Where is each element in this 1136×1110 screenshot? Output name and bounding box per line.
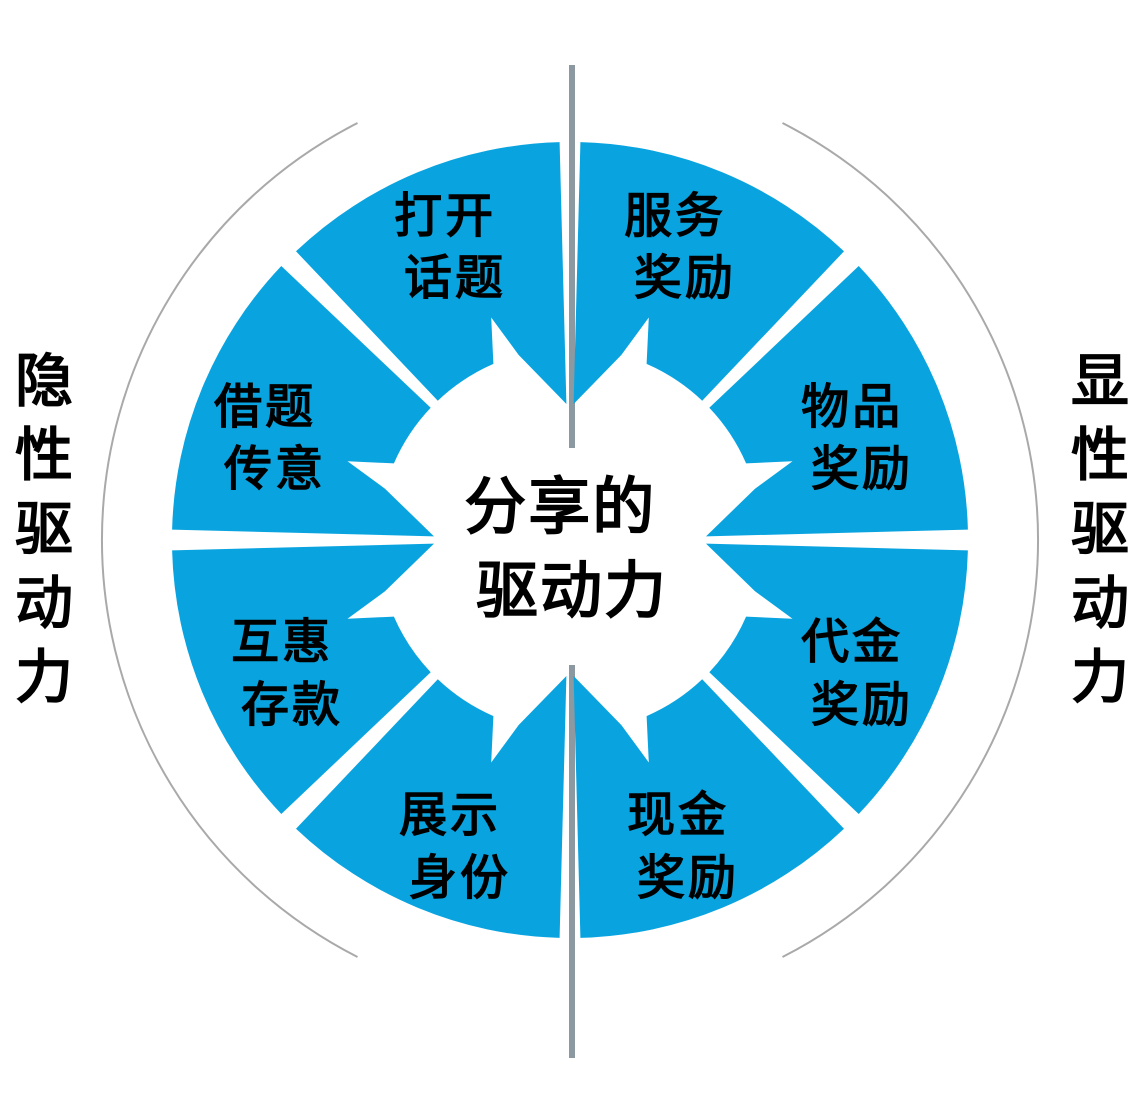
label-line: 服务 <box>624 188 726 244</box>
label-open-topic: 打开 话题 <box>394 188 516 306</box>
segment-service-reward <box>573 142 844 404</box>
label-line: 身份 <box>409 850 511 906</box>
label-voucher-reward: 代金 奖励 <box>800 614 923 733</box>
segment-cash-reward <box>573 676 844 938</box>
segment-open-topic <box>296 142 567 404</box>
label-show-identity: 展示 身份 <box>399 787 521 906</box>
segment-borrow-topic <box>172 266 434 537</box>
label-line: 展示 <box>399 787 501 843</box>
label-line: 奖励 <box>811 441 913 497</box>
outer-arc-right <box>782 122 1040 958</box>
label-line: 存款 <box>241 677 343 733</box>
label-cash-reward: 现金 奖励 <box>627 787 749 906</box>
label-service-reward: 服务 奖励 <box>624 188 746 306</box>
label-line: 代金 <box>800 614 903 670</box>
center-title: 分享的 驱动力 <box>464 470 680 627</box>
label-borrow-topic: 借题 传意 <box>213 379 336 497</box>
label-line: 奖励 <box>637 850 739 906</box>
segment-show-identity <box>296 676 567 938</box>
label-line: 借题 <box>213 379 316 435</box>
right-side-caption: 显性驱动力 <box>1061 350 1129 720</box>
label-line: 物品 <box>801 379 903 435</box>
label-line: 现金 <box>627 787 729 843</box>
label-line: 传意 <box>223 441 326 497</box>
segment-voucher-reward <box>706 543 968 814</box>
center-title-line: 分享的 <box>464 470 656 543</box>
outer-arc-left <box>100 122 358 958</box>
label-line: 打开 <box>394 188 496 244</box>
label-line: 话题 <box>404 250 506 306</box>
label-line: 奖励 <box>811 677 913 733</box>
label-reciprocity-deposit: 互惠 存款 <box>231 614 353 733</box>
segment-goods-reward <box>706 266 968 537</box>
label-line: 互惠 <box>231 614 333 670</box>
left-side-caption: 隐性驱动力 <box>5 350 73 720</box>
center-title-line: 驱动力 <box>476 554 668 627</box>
label-goods-reward: 物品 奖励 <box>801 379 923 497</box>
label-line: 奖励 <box>634 250 736 306</box>
segment-reciprocity-deposit <box>172 543 434 814</box>
